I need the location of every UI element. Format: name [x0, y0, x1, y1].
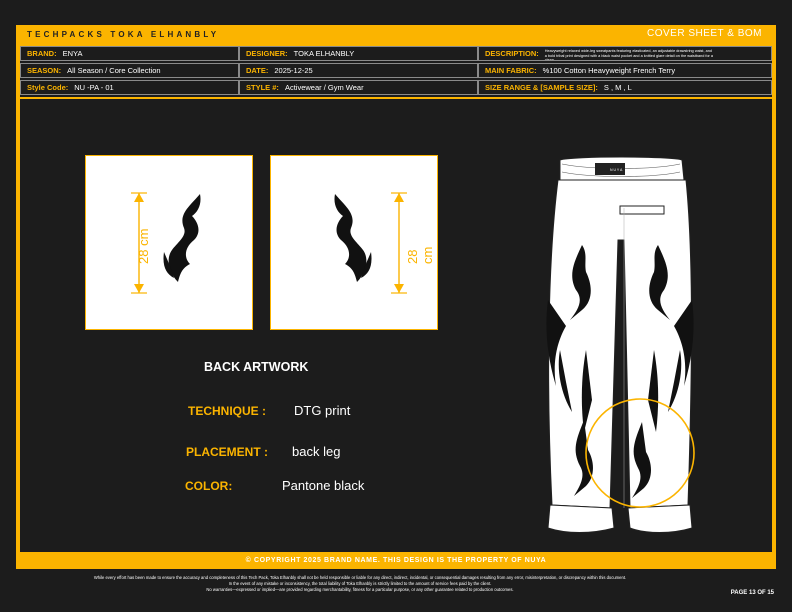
artwork-box-right: 28 cm [270, 155, 438, 330]
artwork-box-left: 28 cm [85, 155, 253, 330]
disclaimer-line-3: No warranties—expressed or implied—are p… [206, 587, 514, 592]
season-value: All Season / Core Collection [67, 66, 161, 75]
tribal-artwork-left-icon [163, 194, 201, 282]
technique-value: DTG print [294, 403, 351, 418]
disclaimer-line-1: While every effort has been made to ensu… [93, 575, 627, 580]
tribal-artwork-right-icon [334, 194, 372, 282]
technique-label: TECHNIQUE : [188, 404, 266, 418]
date-label: DATE: [246, 66, 269, 75]
dimension-label-left: 28 cm [136, 228, 151, 264]
date-value: 2025-12-25 [274, 66, 313, 75]
size-label: SIZE RANGE & [SAMPLE SIZE]: [485, 83, 598, 92]
description-label: DESCRIPTION: [485, 49, 539, 58]
designer-label: DESIGNER: [246, 49, 288, 58]
season-label: SEASON: [27, 66, 62, 75]
brand-cell: BRAND: ENYA [20, 46, 239, 61]
disclaimer: While every effort has been made to ensu… [20, 575, 700, 593]
fabric-label: MAIN FABRIC: [485, 66, 537, 75]
size-value: S , M , L [603, 83, 632, 92]
disclaimer-line-2: In the event of any mistake or inconsist… [228, 581, 492, 586]
footer-bar [16, 555, 776, 569]
style-label: STYLE #: [246, 83, 279, 92]
season-cell: SEASON: All Season / Core Collection [20, 63, 239, 78]
description-value: Heavyweight relaxed wide-leg sweatpants … [544, 49, 713, 61]
brand-value: ENYA [62, 49, 83, 58]
spec-table: BRAND: ENYA DESIGNER: TOKA ELHANBLY DESCRI… [20, 46, 772, 97]
date-cell: DATE: 2025-12-25 [239, 63, 478, 78]
brand-label: BRAND: [27, 49, 57, 58]
cover-title: COVER SHEET & BOM [646, 28, 762, 39]
copyright: © COPYRIGHT 2025 BRAND NAME. THIS DESIGN… [245, 557, 547, 564]
brand-title: TECHPACKS TOKA ELHANBLY [27, 30, 220, 39]
style-value: Activewear / Gym Wear [284, 83, 364, 92]
page-number: PAGE 13 OF 15 [730, 590, 774, 596]
dimension-arrow-left [131, 192, 147, 294]
style-cell: STYLE #: Activewear / Gym Wear [239, 80, 478, 95]
size-cell: SIZE RANGE & [SAMPLE SIZE]: S , M , L [478, 80, 772, 95]
fabric-cell: MAIN FABRIC: %100 Cotton Heavyweight Fren… [478, 63, 772, 78]
style-code-value: NU -PA - 01 [74, 83, 114, 92]
placement-label: PLACEMENT : [186, 445, 268, 459]
dimension-arrow-right [391, 192, 407, 294]
top-bar [16, 25, 776, 45]
artwork-heading: BACK ARTWORK [204, 360, 309, 374]
placement-value: back leg [292, 444, 341, 459]
waistband-label: N U Y A [610, 168, 623, 172]
style-code-cell: Style Code: NU -PA - 01 [20, 80, 239, 95]
dimension-label-right: 28 cm [405, 246, 435, 264]
color-value: Pantone black [282, 478, 365, 493]
sweatpants-back-view-illustration: N U Y A [546, 156, 695, 533]
designer-cell: DESIGNER: TOKA ELHANBLY [239, 46, 478, 61]
color-label: COLOR: [185, 479, 233, 493]
description-cell: DESCRIPTION: Heavyweight relaxed wide-leg… [478, 46, 772, 61]
designer-value: TOKA ELHANBLY [293, 49, 355, 58]
style-code-label: Style Code: [27, 83, 69, 92]
fabric-value: %100 Cotton Heavyweight French Terry [542, 66, 676, 75]
